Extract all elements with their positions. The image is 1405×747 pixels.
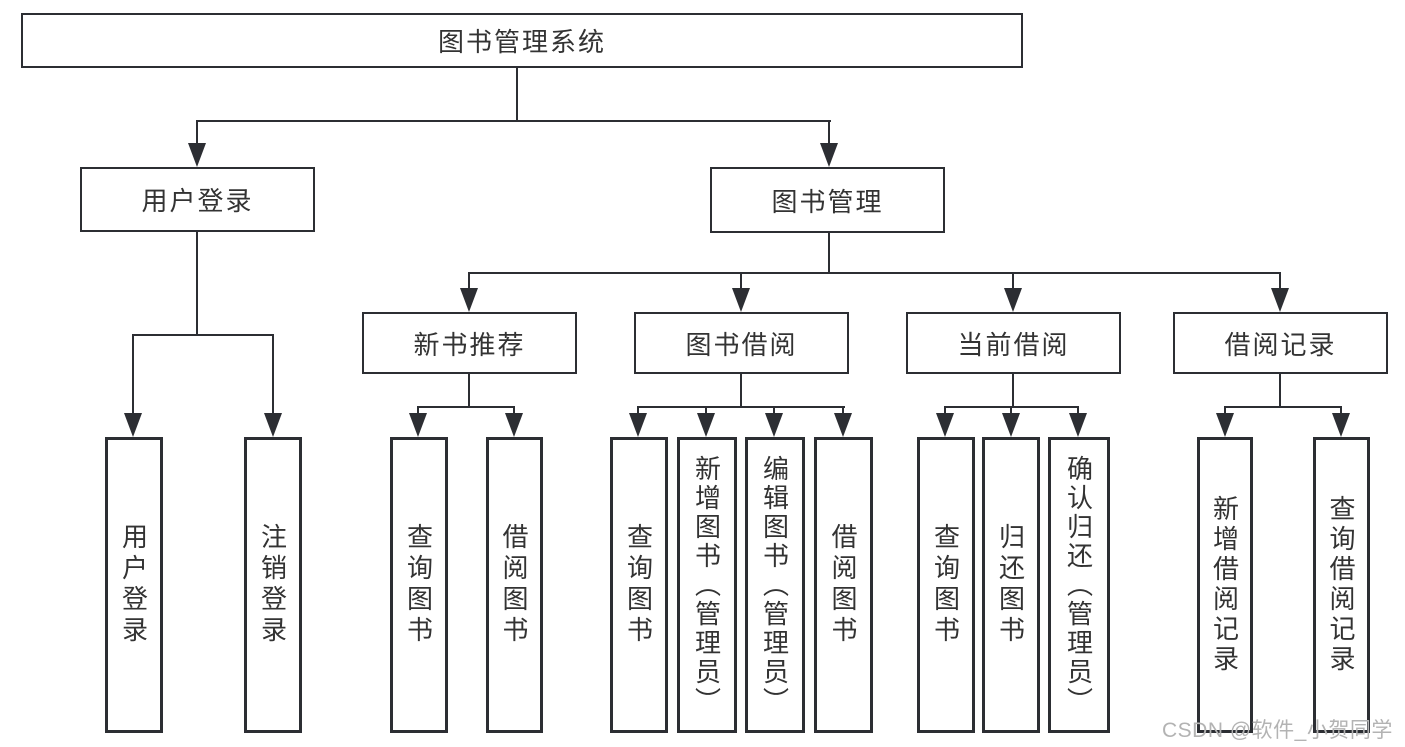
connector-drop	[1224, 406, 1226, 414]
connector-records-horizontal	[1224, 406, 1342, 408]
node-new-book-recommend: 新书推荐	[362, 312, 577, 374]
arrowhead-bookborrow	[732, 288, 750, 312]
connector-drop	[944, 406, 946, 414]
arrowhead-leaf	[409, 413, 427, 437]
node-book-management: 图书管理	[710, 167, 945, 233]
arrowhead-leaf-logout	[264, 413, 282, 437]
leaf-logout: 注销登录	[244, 437, 302, 733]
connector-drop-user-login	[196, 120, 198, 145]
connector-recommend-horizontal	[417, 406, 515, 408]
csdn-watermark: CSDN @软件_小贺同学	[1162, 719, 1393, 742]
connector-drop	[513, 406, 515, 414]
connector-drop	[842, 406, 844, 414]
arrowhead-leaf	[1002, 413, 1020, 437]
arrowhead-leaf	[765, 413, 783, 437]
connector-root-horizontal	[196, 120, 831, 122]
node-user-login: 用户登录	[80, 167, 315, 232]
connector-userlogin-horizontal	[132, 334, 274, 336]
leaf-add-book-admin: 新增图书（管理员）	[677, 437, 737, 733]
arrowhead-leaf	[697, 413, 715, 437]
connector-drop	[705, 406, 707, 414]
leaf-recommend-borrow-books: 借阅图书	[486, 437, 543, 733]
connector-drop	[417, 406, 419, 414]
leaf-return-book: 归还图书	[982, 437, 1040, 733]
connector-recommend-vertical	[468, 374, 470, 407]
connector-drop	[1010, 406, 1012, 414]
connector-bookmgmt-vertical	[828, 232, 830, 274]
connector-drop-book-management	[828, 120, 830, 145]
arrowhead-currentborrow	[1004, 288, 1022, 312]
leaf-borrow-query-books: 查询图书	[610, 437, 668, 733]
arrowhead-leaf-login	[124, 413, 142, 437]
leaf-edit-book-admin: 编辑图书（管理员）	[745, 437, 805, 733]
arrowhead-leaf	[936, 413, 954, 437]
connector-drop-recommend	[468, 272, 470, 288]
connector-drop	[1340, 406, 1342, 414]
connector-currentborrow-vertical	[1012, 374, 1014, 407]
node-library-management-system: 图书管理系统	[21, 13, 1023, 68]
connector-bookborrow-horizontal	[637, 406, 845, 408]
leaf-confirm-return-admin: 确认归还（管理员）	[1048, 437, 1110, 733]
leaf-user-login: 用户登录	[105, 437, 163, 733]
leaf-current-query-books: 查询图书	[917, 437, 975, 733]
leaf-borrow-book: 借阅图书	[814, 437, 873, 733]
connector-drop-currentborrow	[1012, 272, 1014, 288]
arrowhead-leaf	[1069, 413, 1087, 437]
arrowhead-user-login	[188, 143, 206, 167]
arrowhead-book-management	[820, 143, 838, 167]
leaf-recommend-query-books: 查询图书	[390, 437, 448, 733]
connector-drop	[637, 406, 639, 414]
connector-drop-leaf-logout	[272, 334, 274, 413]
arrowhead-leaf	[1332, 413, 1350, 437]
arrowhead-leaf	[1216, 413, 1234, 437]
connector-bookmgmt-horizontal	[468, 272, 1281, 274]
connector-root-vertical	[516, 68, 518, 122]
node-book-borrow: 图书借阅	[634, 312, 849, 374]
connector-drop-records	[1279, 272, 1281, 288]
connector-bookborrow-vertical	[740, 374, 742, 407]
node-borrow-records: 借阅记录	[1173, 312, 1388, 374]
arrowhead-leaf	[505, 413, 523, 437]
arrowhead-recommend	[460, 288, 478, 312]
connector-drop-leaf-login	[132, 334, 134, 413]
connector-userlogin-vertical	[196, 230, 198, 335]
node-current-borrow: 当前借阅	[906, 312, 1121, 374]
connector-drop	[1077, 406, 1079, 414]
leaf-add-borrow-record: 新增借阅记录	[1197, 437, 1253, 733]
connector-drop-bookborrow	[740, 272, 742, 288]
connector-drop	[773, 406, 775, 414]
arrowhead-records	[1271, 288, 1289, 312]
arrowhead-leaf	[834, 413, 852, 437]
arrowhead-leaf	[629, 413, 647, 437]
leaf-query-borrow-record: 查询借阅记录	[1313, 437, 1370, 733]
connector-records-vertical	[1279, 374, 1281, 407]
